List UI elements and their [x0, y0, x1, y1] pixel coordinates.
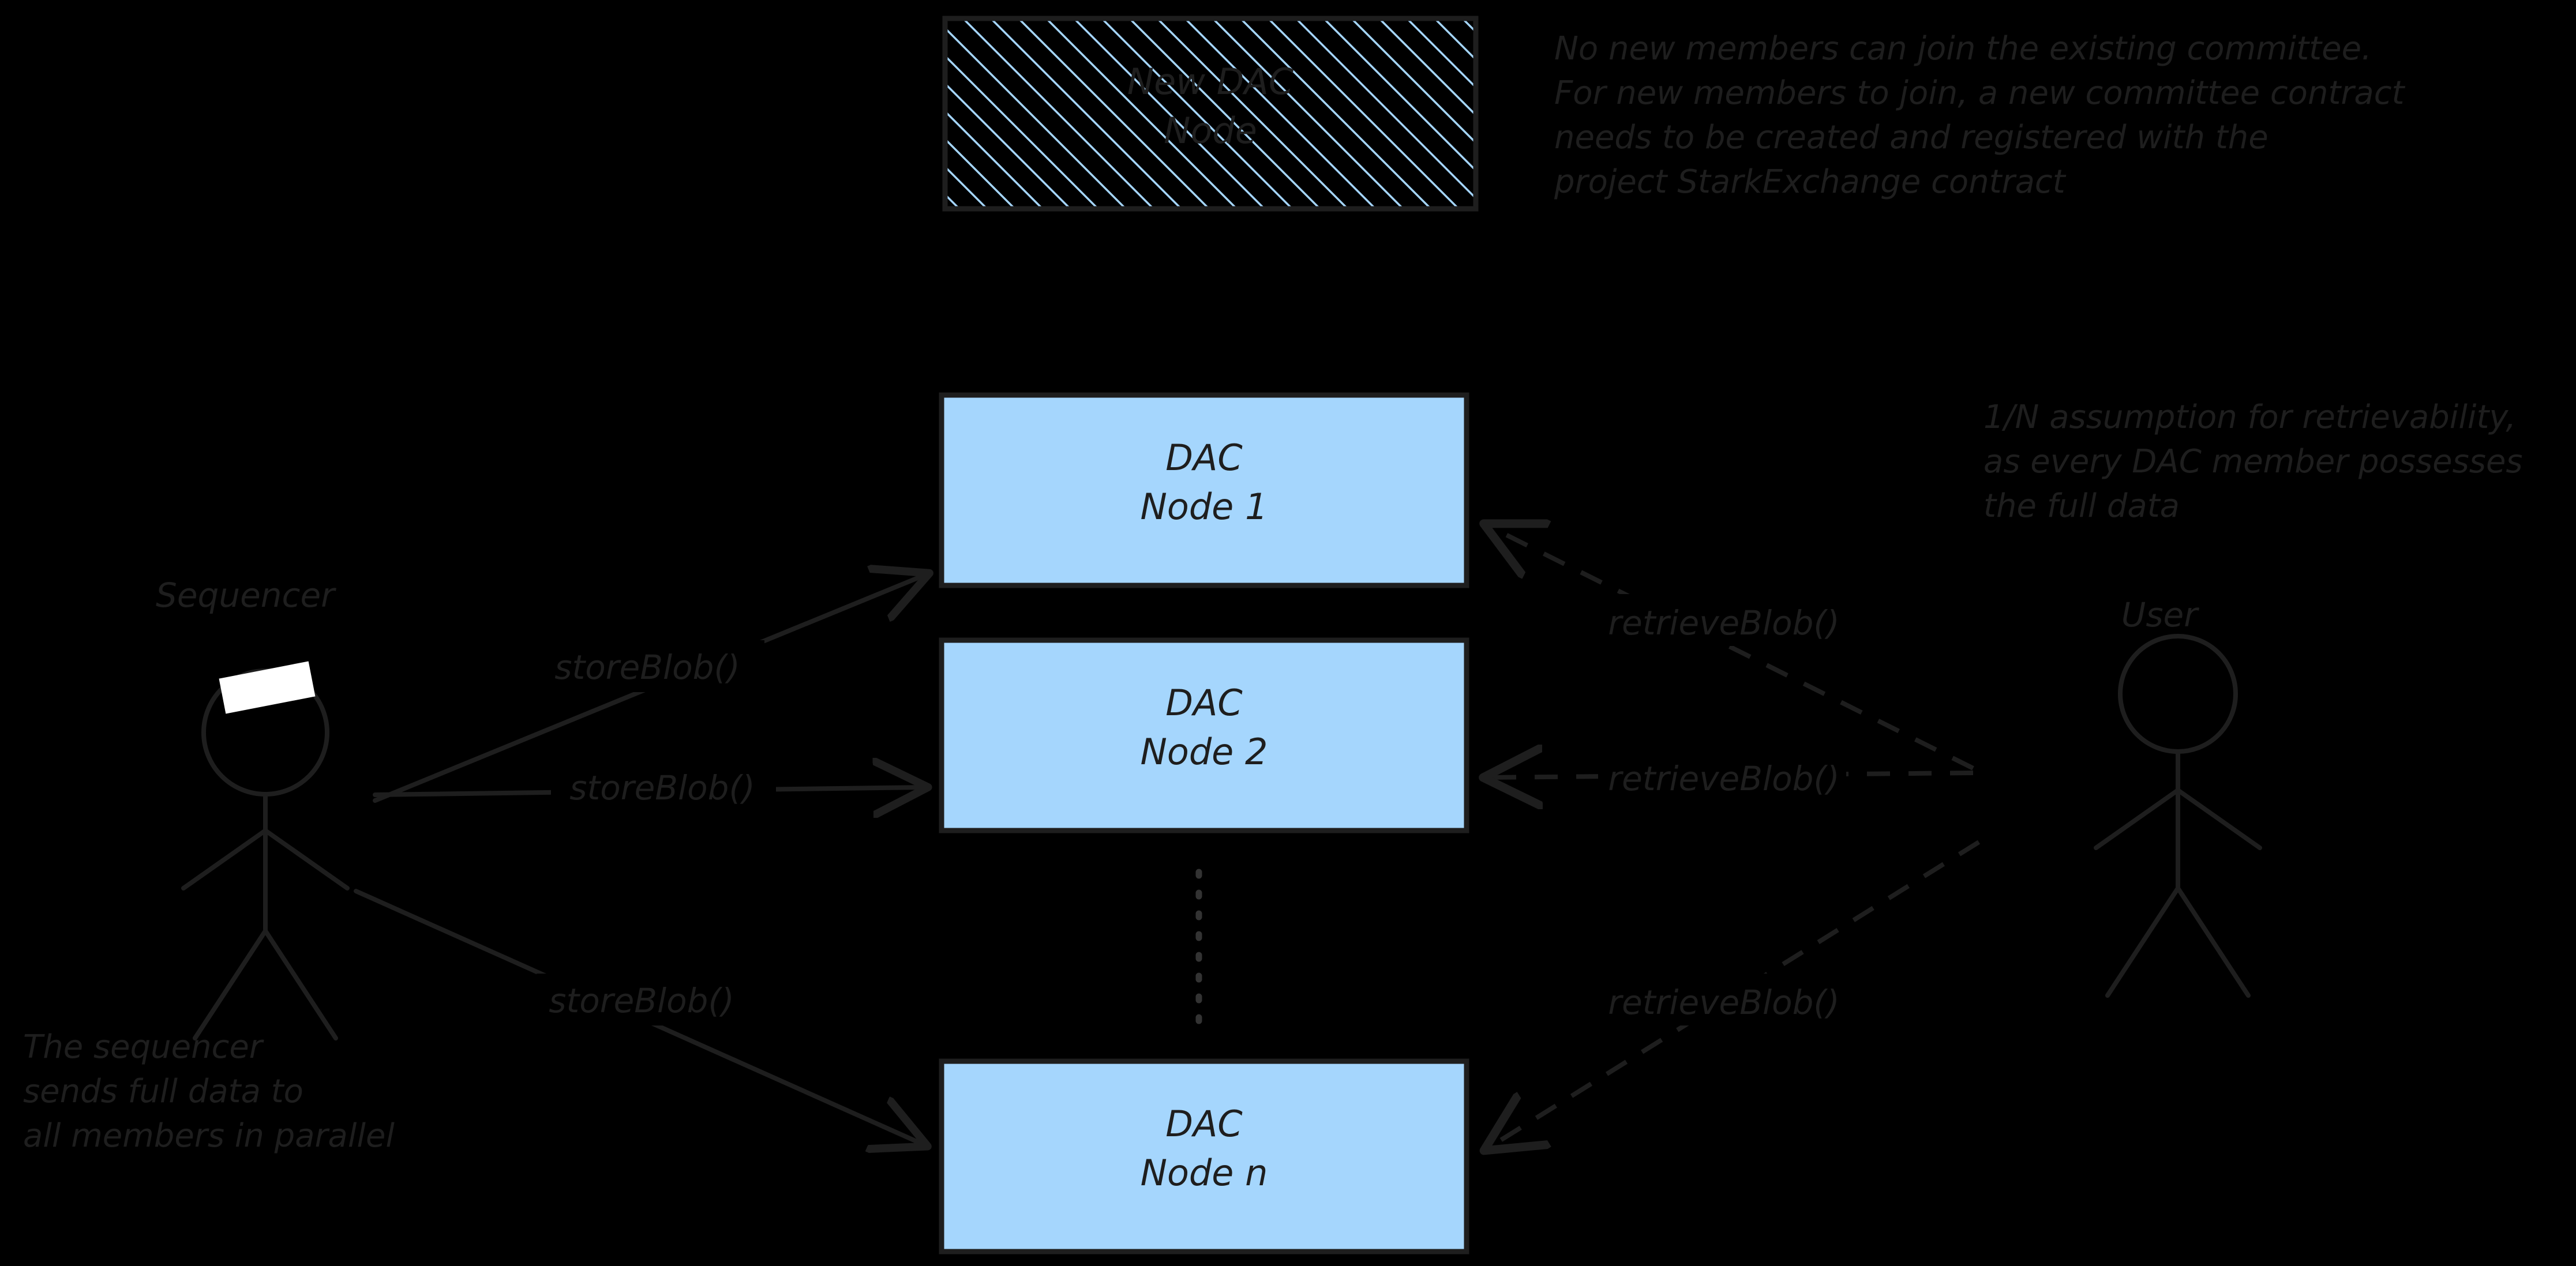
dac-node-n-box[interactable]: DAC Node n [939, 1058, 1469, 1254]
retrieve-blob-1-line [1488, 526, 1974, 771]
store-blob-1-label-bg [539, 640, 764, 692]
sequencer-actor[interactable]: Sequencer [156, 576, 350, 1040]
note-retrievability-line-3: the full data [1983, 487, 2180, 525]
dac-node-2-line1: DAC [1165, 682, 1243, 724]
sequencer-stick-figure [181, 668, 350, 1040]
note-committee-line-3: needs to be created and registered with … [1554, 119, 2268, 156]
sequencer-label: Sequencer [156, 576, 336, 615]
new-dac-node-line1: New DAC [1127, 61, 1294, 103]
edge-store-blob-2[interactable]: storeBlob() [373, 760, 923, 812]
store-blob-2-label-bg [551, 760, 776, 812]
note-retrievability-line-1: 1/N assumption for retrievability, [1983, 399, 2516, 436]
note-sequencer: The sequencer sends full data to all mem… [23, 1028, 395, 1155]
dac-node-2-line2: Node 2 [1141, 731, 1268, 773]
user-label: User [2121, 595, 2199, 634]
note-committee-line-2: For new members to join, a new committee… [1554, 74, 2406, 112]
note-sequencer-line-2: sends full data to [23, 1073, 303, 1110]
user-actor[interactable]: User [2094, 595, 2262, 998]
store-blob-2-label: storeBlob() [569, 768, 755, 807]
note-committee-line-4: project StarkExchange contract [1554, 163, 2067, 201]
note-committee: No new members can join the existing com… [1554, 30, 2406, 201]
note-sequencer-line-1: The sequencer [23, 1028, 264, 1066]
retrieve-blob-n-label-bg [1592, 974, 1840, 1025]
hatch-fill [942, 16, 1479, 212]
retrieve-blob-n-label: retrieveBlob() [1608, 983, 1839, 1022]
store-blob-1-label: storeBlob() [554, 648, 740, 687]
new-dac-node-box[interactable]: New DAC Node [942, 16, 1479, 212]
edge-retrieve-blob-1[interactable]: retrieveBlob() [1488, 526, 1974, 771]
edge-store-blob-n[interactable]: storeBlob() [354, 889, 923, 1144]
retrieve-blob-1-label-bg [1598, 594, 1846, 646]
edge-retrieve-blob-n[interactable]: retrieveBlob() [1488, 840, 1981, 1148]
store-blob-n-label-bg [537, 974, 762, 1025]
store-blob-n-label: storeBlob() [549, 981, 734, 1020]
edge-retrieve-blob-2[interactable]: retrieveBlob() [1488, 750, 1974, 802]
dac-node-2-box[interactable]: DAC Node 2 [939, 637, 1469, 833]
note-retrievability-line-2: as every DAC member possesses [1983, 443, 2523, 480]
retrieve-blob-n-line [1488, 840, 1981, 1148]
dac-node-n-line1: DAC [1165, 1103, 1243, 1145]
retrieve-blob-2-label-bg [1598, 750, 1846, 802]
dac-node-1-line1: DAC [1165, 437, 1243, 479]
retrieve-blob-1-label: retrieveBlob() [1608, 603, 1839, 643]
note-sequencer-line-3: all members in parallel [23, 1117, 395, 1155]
dac-node-1-line2: Node 1 [1141, 486, 1268, 528]
sequencer-highlight-mark [219, 661, 316, 714]
user-stick-figure [2094, 634, 2262, 998]
note-retrievability: 1/N assumption for retrievability, as ev… [1983, 399, 2523, 525]
dac-node-1-box[interactable]: DAC Node 1 [939, 392, 1469, 588]
new-dac-node-line2: Node [1164, 110, 1257, 152]
note-committee-line-1: No new members can join the existing com… [1554, 30, 2372, 67]
retrieve-blob-2-label: retrieveBlob() [1608, 759, 1839, 798]
dac-node-n-line2: Node n [1141, 1152, 1268, 1194]
edge-store-blob-1[interactable]: storeBlob() [373, 575, 925, 803]
